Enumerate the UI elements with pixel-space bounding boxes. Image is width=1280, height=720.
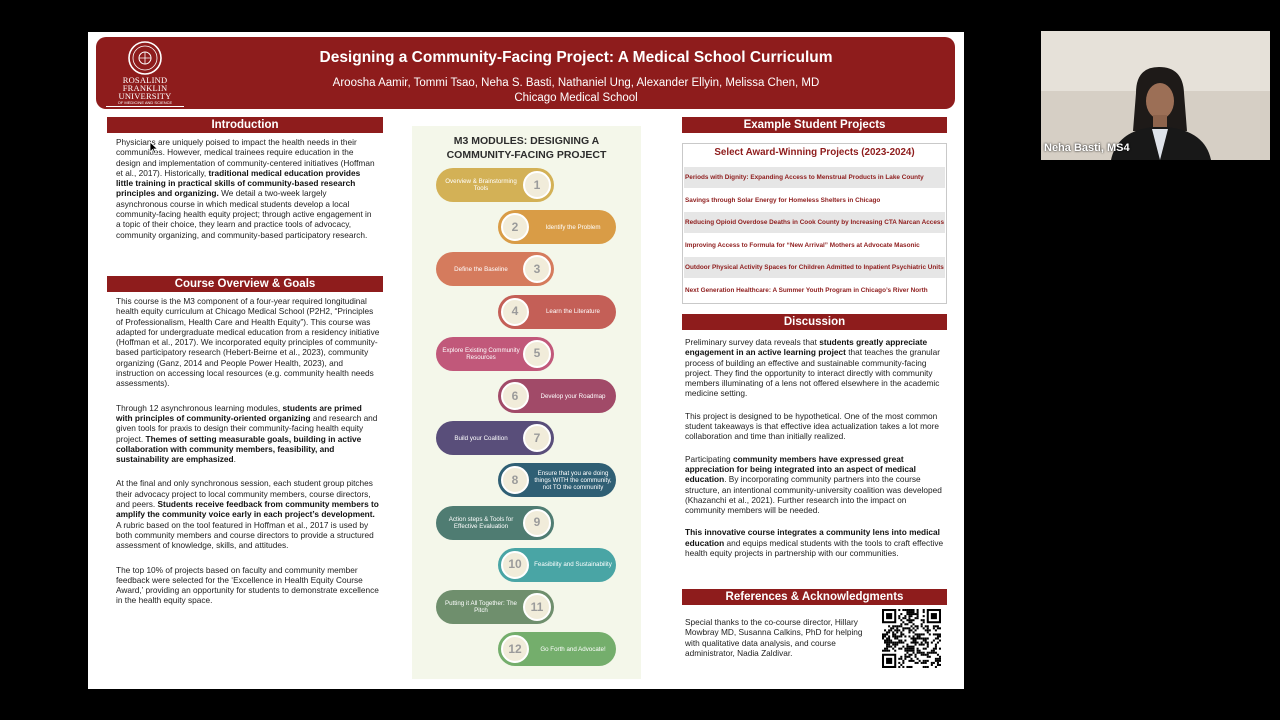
logo-line4: CHICAGO MEDICAL SCHOOL — [106, 106, 184, 113]
module-label: Define the Baseline — [454, 265, 508, 273]
module-label: Develop your Roadmap — [540, 392, 606, 400]
module-label: Explore Existing Community Resources — [442, 346, 520, 361]
modules-title: M3 MODULES: DESIGNING A COMMUNITY-FACING… — [446, 135, 607, 161]
poster-institution: Chicago Medical School — [514, 92, 638, 104]
references-heading: References & Acknowledgments — [682, 589, 947, 605]
shared-poster: ROSALIND FRANKLIN UNIVERSITY OF MEDICINE… — [88, 32, 964, 689]
discussion-heading: Discussion — [682, 314, 947, 330]
poster-authors: Aroosha Aamir, Tommi Tsao, Neha S. Basti… — [332, 77, 820, 89]
project-item: Savings through Solar Energy for Homeles… — [685, 196, 881, 204]
module-label: Learn the Literature — [545, 308, 600, 316]
module-number: 8 — [501, 466, 529, 495]
university-seal-icon — [128, 41, 162, 75]
module-item: Learn the Literature 4 — [498, 294, 616, 329]
participant-name: Neha Basti, MS4 — [1044, 142, 1130, 154]
module-label: Overview & Brainstorming Tools — [445, 178, 517, 192]
module-number: 3 — [523, 255, 551, 284]
logo-line2: UNIVERSITY — [118, 91, 172, 101]
overview-text: This course is the M3 component of a fou… — [116, 296, 380, 606]
logo-line1: ROSALIND FRANKLIN — [122, 75, 168, 93]
mouse-cursor-icon — [150, 142, 158, 154]
poster-banner: ROSALIND FRANKLIN UNIVERSITY OF MEDICINE… — [96, 37, 955, 113]
projects-box: Select Award-Winning Projects (2023-2024… — [682, 143, 947, 304]
project-item: Reducing Opioid Overdose Deaths in Cook … — [684, 212, 945, 233]
project-item: Next Generation Healthcare: A Summer You… — [685, 286, 928, 294]
module-number: 2 — [501, 213, 529, 242]
poster-title: Designing a Community-Facing Project: A … — [319, 49, 833, 66]
references-text: Special thanks to the co-course director… — [685, 617, 863, 658]
module-label: Build your Coalition — [454, 434, 508, 442]
module-label: Ensure that you are doing things WITH th… — [534, 469, 612, 491]
module-item: Go Forth and Advocate! 12 — [498, 632, 616, 667]
module-item: Develop your Roadmap 6 — [498, 379, 616, 413]
module-number: 4 — [501, 297, 529, 326]
module-item: Feasibility and Sustainability 10 — [498, 547, 616, 582]
module-item: Action steps & Tools for Effective Evalu… — [436, 505, 554, 540]
module-label: Putting it All Together: The Pitch — [444, 600, 517, 614]
module-number: 7 — [523, 424, 551, 453]
module-number: 5 — [523, 339, 551, 368]
module-item: Putting it All Together: The Pitch 11 — [436, 590, 554, 624]
module-number: 1 — [523, 171, 551, 199]
module-item: Identify the Problem 2 — [498, 210, 616, 245]
module-number: 6 — [501, 382, 529, 410]
projects-heading: Example Student Projects — [682, 117, 947, 133]
introduction-text: Physicians are uniquely poised to impact… — [116, 137, 375, 240]
module-number: 10 — [501, 550, 529, 579]
module-number: 9 — [523, 508, 551, 537]
logo-line3: OF MEDICINE AND SCIENCE — [117, 100, 173, 105]
qr-code-icon — [882, 609, 941, 668]
university-logo: ROSALIND FRANKLIN UNIVERSITY OF MEDICINE… — [106, 40, 184, 113]
module-label: Action steps & Tools for Effective Evalu… — [448, 515, 514, 530]
participant-video-icon — [1041, 31, 1270, 160]
project-item: Outdoor Physical Activity Spaces for Chi… — [684, 257, 945, 278]
module-number: 11 — [523, 593, 551, 621]
overview-heading: Course Overview & Goals — [107, 276, 383, 292]
module-label: Go Forth and Advocate! — [540, 645, 606, 653]
modules-graphic: M3 MODULES: DESIGNING A COMMUNITY-FACING… — [412, 126, 641, 679]
module-label: Identify the Problem — [545, 223, 601, 231]
project-item: Periods with Dignity: Expanding Access t… — [684, 167, 945, 188]
discussion-text: Preliminary survey data reveals that stu… — [685, 337, 944, 559]
participant-video-tile[interactable]: Neha Basti, MS4 — [1041, 31, 1270, 160]
module-label: Feasibility and Sustainability — [534, 561, 612, 569]
module-item: Ensure that you are doing things WITH th… — [498, 463, 616, 498]
module-item: Define the Baseline 3 — [436, 252, 554, 287]
module-item: Overview & Brainstorming Tools 1 — [436, 168, 554, 202]
project-item: Improving Access to Formula for “New Arr… — [685, 241, 920, 249]
projects-subheading: Select Award-Winning Projects (2023-2024… — [714, 147, 915, 158]
module-number: 12 — [501, 635, 529, 664]
module-item: Build your Coalition 7 — [436, 421, 554, 456]
introduction-heading: Introduction — [107, 117, 383, 133]
